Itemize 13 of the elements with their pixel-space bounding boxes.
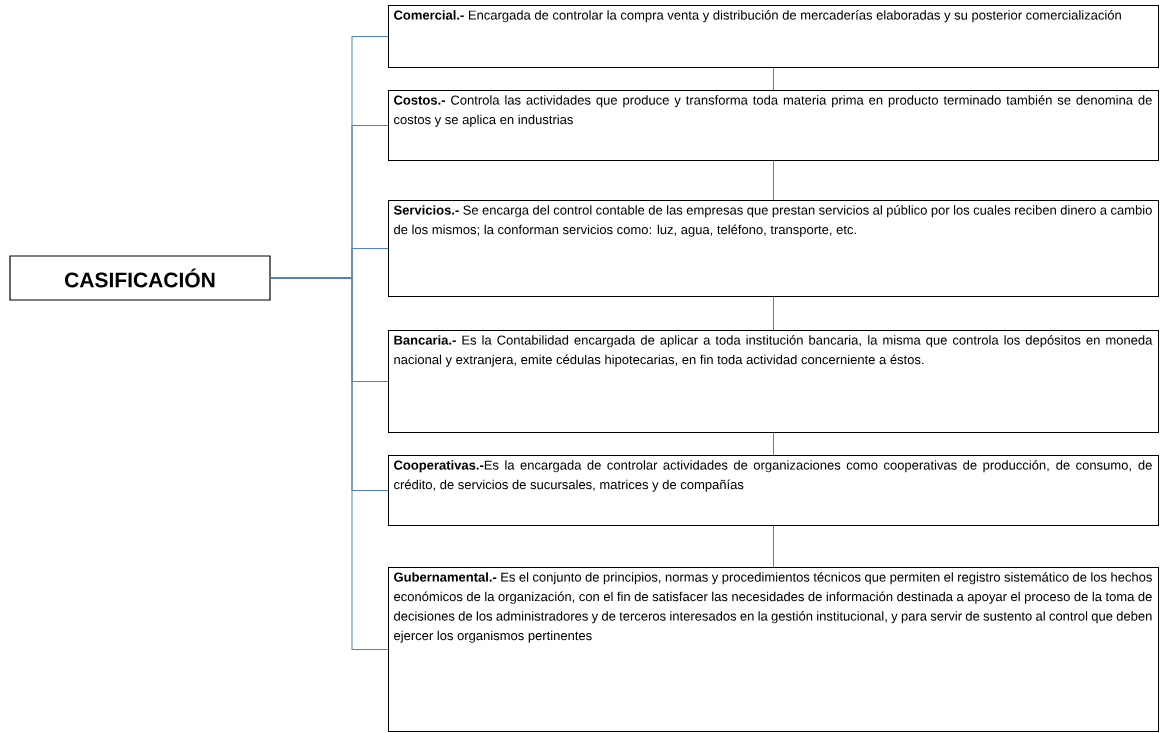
description-box: Gubernamental.- Es el conjunto de principios, normas y procedimientos técnicos que permiten el registro sistemático de los hechos económicos de la organización, con el fin de satisfacer las necesidades de información destinada a apoyar el proceso de la toma de decisiones de los administradores y de terceros interesados en la gestión institucional, y para servir de sustento al control que deben ejercer los organismos pertinentes <box>388 567 1159 732</box>
connector-line <box>270 277 389 650</box>
connector-line <box>773 160 774 201</box>
category-box: CASIFICACIÓN <box>9 255 271 301</box>
description-box: Costos.- Controla las actividades que produce y transforma toda materia prima en producto terminado también se denomina de costos y se aplica en industrias <box>388 90 1159 161</box>
connector-line <box>773 67 774 91</box>
description-box: Bancaria.- Es la Contabilidad encargada de aplicar a toda institución bancaria, la misma que controla los depósitos en moneda nacional y extranjera, emite cédulas hipotecarias, en fin toda actividad concerniente a éstos. <box>388 330 1159 433</box>
description-box: Servicios.- Se encarga del control contable de las empresas que prestan servicios al público por los cuales reciben dinero a cambio de los mismos; la conforman servicios como: luz, agua, teléfono, transporte, etc. <box>388 200 1159 297</box>
connector-line <box>773 525 774 568</box>
connector-line <box>773 432 774 456</box>
connector-line <box>773 296 774 331</box>
description-box: Comercial.- Encargada de controlar la compra venta y distribución de mercaderías elaboradas y su posterior comercialización <box>388 5 1159 68</box>
description-box: Cooperativas.-Es la encargada de controlar actividades de organizaciones como cooperativas de producción, de consumo, de crédito, de servicios de sucursales, matrices y de compañías <box>388 455 1159 526</box>
